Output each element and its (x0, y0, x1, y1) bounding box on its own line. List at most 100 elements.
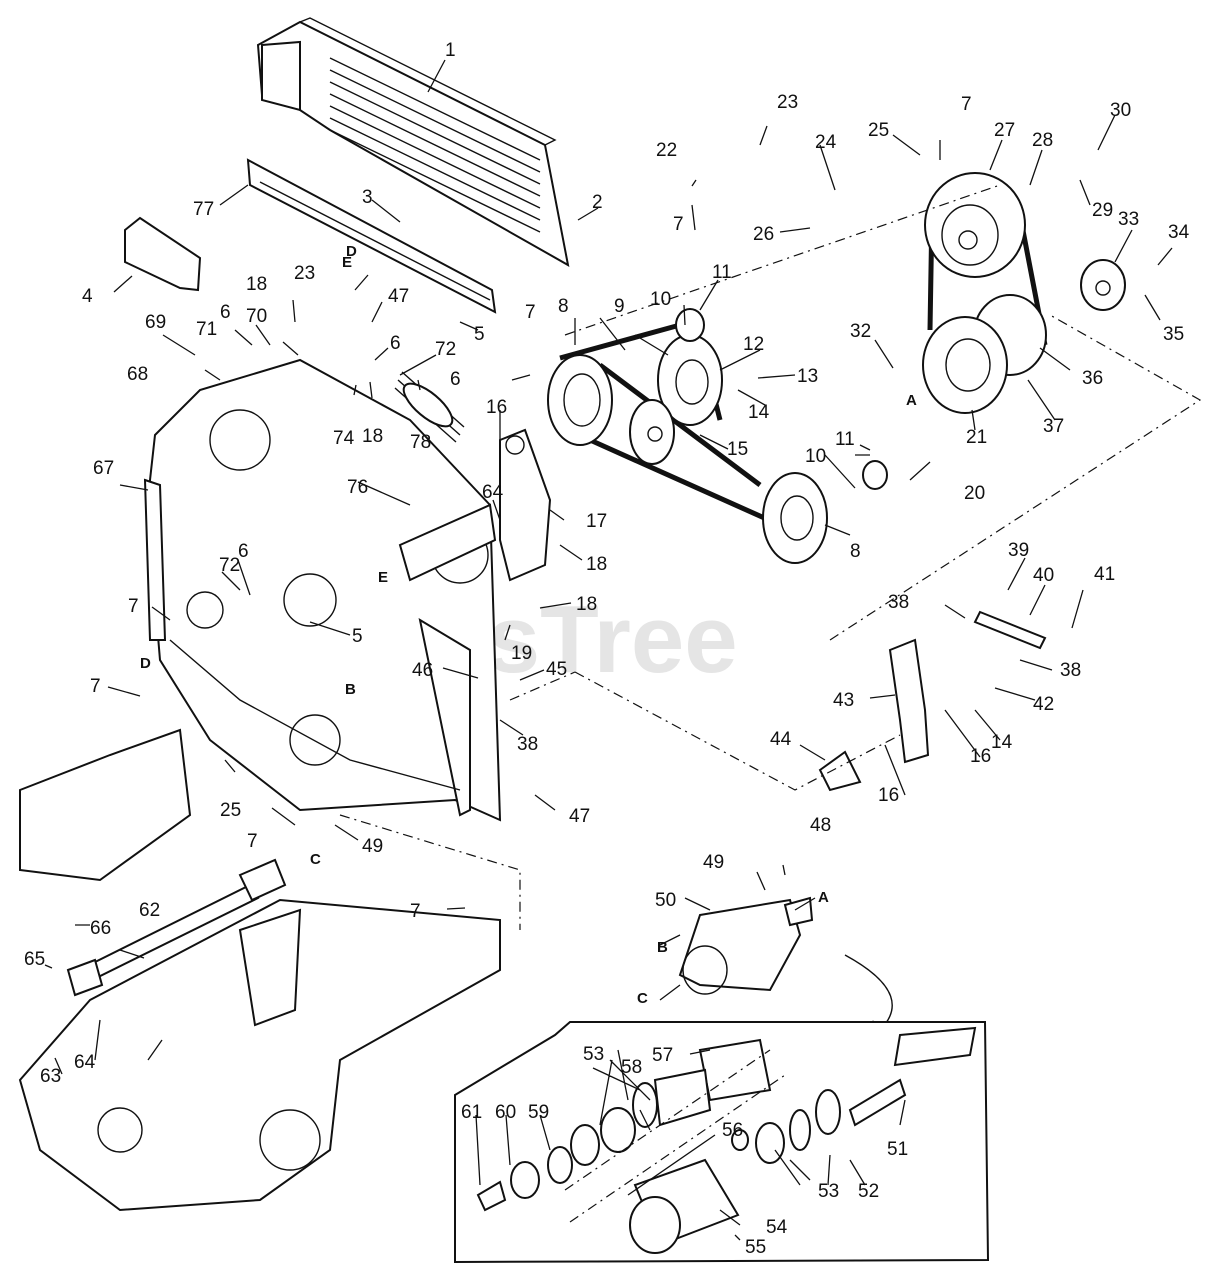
callout-64b: 64 (74, 1052, 96, 1073)
tension-arm (818, 610, 1047, 792)
main-frame (143, 358, 502, 822)
idler-arm (499, 428, 552, 582)
callout-48: 48 (810, 815, 831, 836)
callout-60: 60 (495, 1102, 516, 1123)
callout-2: 2 (592, 192, 603, 213)
mounting-bar (246, 158, 497, 314)
callout-37: 37 (1043, 416, 1064, 437)
letter-c1: C (310, 851, 321, 868)
callout-55: 55 (745, 1237, 766, 1258)
callout-3: 3 (362, 187, 373, 208)
callout-7a: 7 (525, 302, 536, 323)
callout-11a: 11 (712, 262, 732, 283)
callout-46: 46 (412, 660, 433, 681)
callout-33: 33 (1118, 209, 1139, 230)
callout-18a: 18 (246, 274, 267, 295)
callout-19: 19 (511, 643, 532, 664)
callout-23a: 23 (777, 92, 798, 113)
callout-6c: 6 (220, 302, 231, 323)
callout-53a: 53 (583, 1044, 604, 1065)
callout-68: 68 (127, 364, 148, 385)
callout-16b: 16 (970, 746, 991, 767)
callout-7f: 7 (247, 831, 258, 852)
callout-56: 56 (722, 1120, 743, 1141)
callout-66: 66 (90, 918, 111, 939)
callout-9: 9 (614, 296, 625, 317)
pto-clutch (922, 172, 1126, 414)
callout-1: 1 (445, 40, 456, 61)
callout-14b: 14 (991, 732, 1013, 753)
callout-50: 50 (655, 890, 676, 911)
callout-67: 67 (93, 458, 114, 479)
callout-43: 43 (833, 690, 854, 711)
side-bracket (124, 216, 202, 292)
callout-57: 57 (652, 1045, 673, 1066)
callout-53b: 53 (818, 1181, 839, 1202)
callout-41: 41 (1094, 564, 1115, 585)
callout-25b: 25 (220, 800, 241, 821)
letter-a2: A (818, 889, 829, 906)
callout-61: 61 (461, 1102, 482, 1123)
spindle-housing (678, 896, 893, 1040)
callout-45: 45 (546, 659, 567, 680)
callout-29: 29 (1092, 200, 1113, 221)
callout-6d: 6 (238, 541, 249, 562)
letter-c2: C (637, 990, 648, 1007)
callout-40: 40 (1033, 565, 1054, 586)
callout-4: 4 (82, 286, 93, 307)
callout-5a: 5 (474, 324, 485, 345)
callout-77: 77 (193, 199, 214, 220)
callout-62: 62 (139, 900, 160, 921)
callout-30: 30 (1110, 100, 1131, 121)
callout-18c: 18 (586, 554, 607, 575)
reference-letters: A A B B C C D D E E (140, 243, 917, 1007)
callout-69: 69 (145, 312, 166, 333)
callout-21: 21 (966, 427, 987, 448)
callout-38a: 38 (888, 592, 909, 613)
callout-63: 63 (40, 1066, 61, 1087)
callout-24: 24 (815, 132, 837, 153)
callout-38b: 38 (1060, 660, 1081, 681)
letter-a1: A (906, 392, 917, 409)
callout-70: 70 (246, 306, 267, 327)
callout-35: 35 (1163, 324, 1184, 345)
letter-d1: D (346, 243, 357, 260)
callout-10a: 10 (650, 289, 671, 310)
letter-b1: B (345, 681, 356, 698)
callout-51: 51 (887, 1139, 908, 1160)
callout-64a: 64 (482, 482, 504, 503)
callout-47b: 47 (569, 806, 590, 827)
callout-6a: 6 (390, 333, 401, 354)
callout-8b: 8 (850, 541, 861, 562)
callout-54: 54 (766, 1217, 788, 1238)
callout-5b: 5 (352, 626, 363, 647)
callout-49b: 49 (362, 836, 383, 857)
callout-14a: 14 (748, 402, 770, 423)
callout-39: 39 (1008, 540, 1029, 561)
callout-58: 58 (621, 1057, 642, 1078)
callout-28: 28 (1032, 130, 1053, 151)
callout-42: 42 (1033, 694, 1054, 715)
callout-16a: 16 (486, 397, 507, 418)
callout-52: 52 (858, 1181, 879, 1202)
callout-38c: 38 (517, 734, 538, 755)
leader-lines (44, 59, 1173, 1241)
callout-18b: 18 (362, 426, 383, 447)
callout-72b: 72 (219, 555, 240, 576)
callout-7b: 7 (673, 214, 684, 235)
callout-7e: 7 (90, 676, 101, 697)
drive-shaft (66, 858, 287, 997)
letter-d2: D (140, 655, 151, 672)
reference-lines (339, 184, 1202, 930)
callout-71: 71 (196, 319, 217, 340)
spindle-detail-inset (454, 1021, 990, 1264)
letter-e2: E (378, 569, 388, 586)
callout-8a: 8 (558, 296, 569, 317)
hood-grille (256, 17, 570, 267)
callout-72a: 72 (435, 339, 456, 360)
callout-20: 20 (964, 483, 985, 504)
lower-frame (18, 728, 501, 1212)
callout-6b: 6 (450, 369, 461, 390)
callout-15: 15 (727, 439, 748, 460)
